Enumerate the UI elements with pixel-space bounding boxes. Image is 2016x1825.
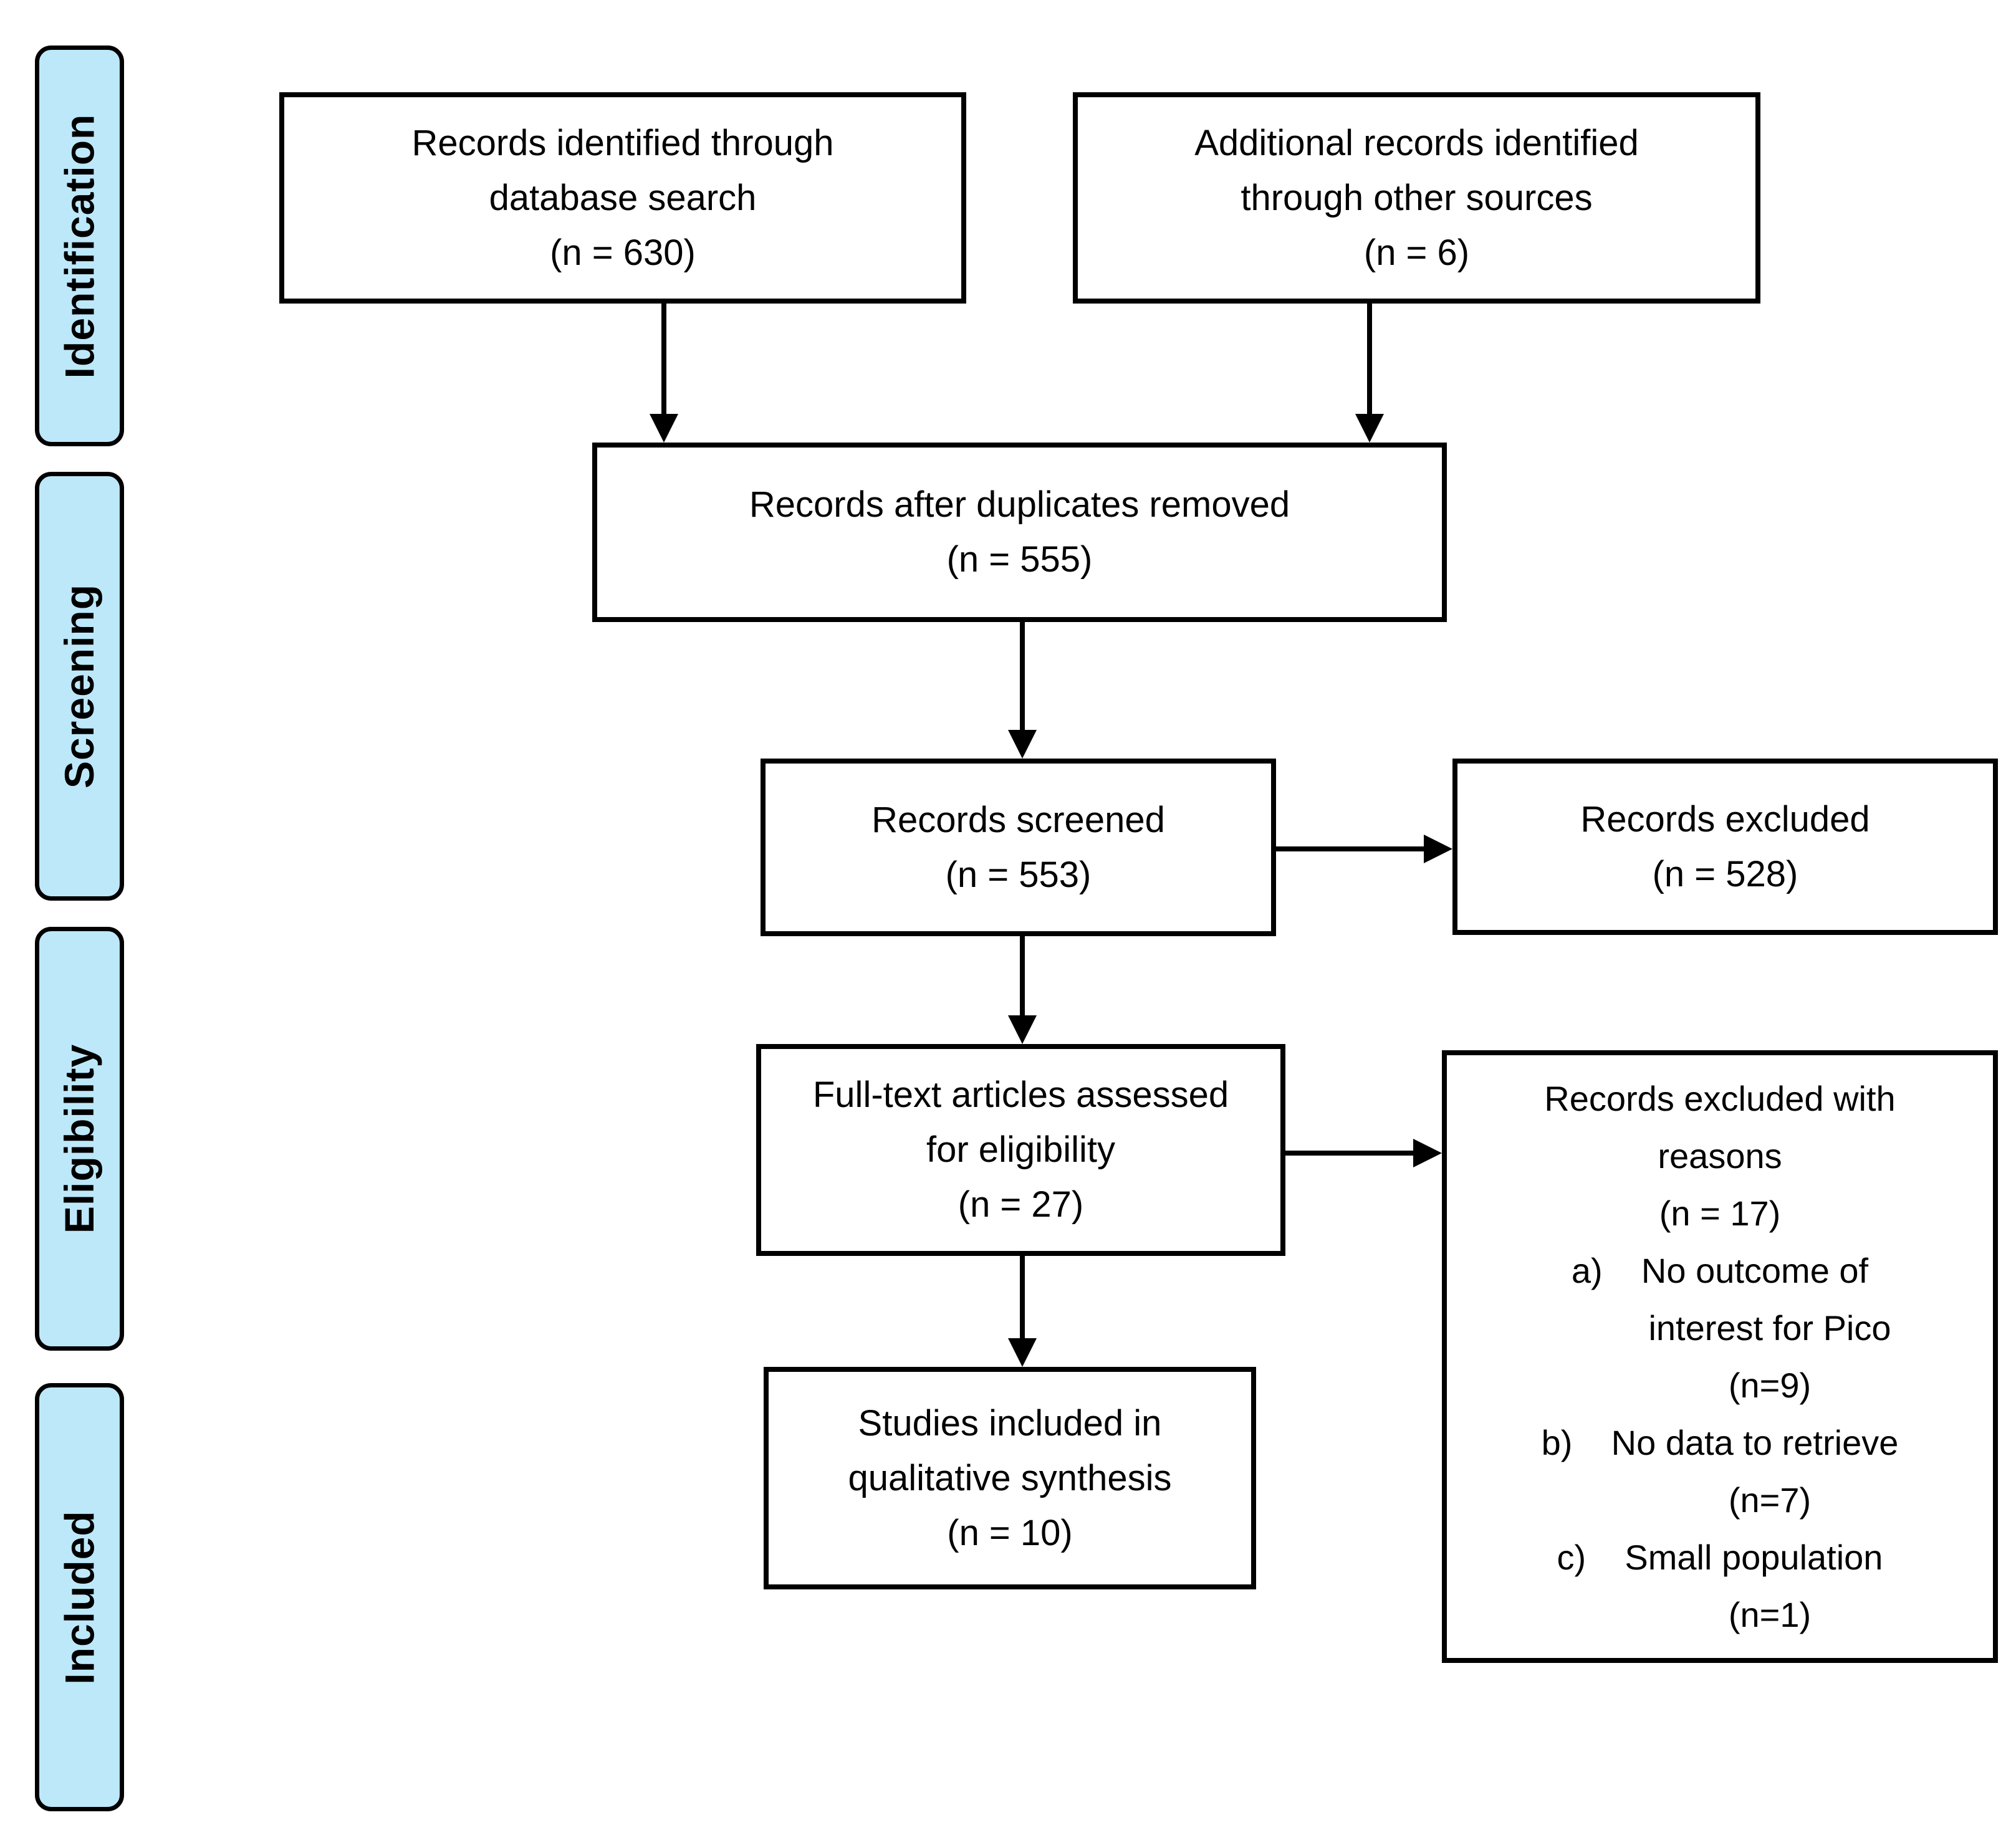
box-line: through other sources <box>1241 177 1593 218</box>
arrow-shaft <box>661 304 666 414</box>
reason-item-a-count: (n=9) <box>1728 1365 1812 1405</box>
arrow-head-down-icon <box>1008 1015 1037 1044</box>
box-line: for eligibility <box>926 1129 1115 1170</box>
arrow-identified-to-duplicates <box>650 304 678 443</box>
box-line: Studies included in <box>858 1402 1162 1444</box>
box-line: Records excluded with <box>1544 1078 1896 1118</box>
arrow-head-down-icon <box>650 414 678 443</box>
arrow-head-down-icon <box>1008 1338 1037 1367</box>
box-count: (n = 630) <box>550 232 696 273</box>
box-records-excluded: Records excluded (n = 528) <box>1452 759 1998 935</box>
reason-item-b-count: (n=7) <box>1728 1480 1812 1520</box>
box-count: (n = 10) <box>947 1512 1073 1553</box>
box-line: Records after duplicates removed <box>749 484 1290 525</box>
box-count: (n = 555) <box>946 539 1093 580</box>
arrow-fulltext-to-studies <box>1008 1256 1037 1367</box>
box-count: (n = 6) <box>1363 232 1470 273</box>
arrow-shaft <box>1276 846 1424 851</box>
box-count: (n = 553) <box>945 854 1092 895</box>
box-line: Records screened <box>871 799 1165 840</box>
arrow-duplicates-to-screened <box>1008 622 1037 759</box>
box-count: (n = 528) <box>1652 853 1798 894</box>
arrow-additional-to-duplicates <box>1355 304 1384 443</box>
box-after-duplicates-removed: Records after duplicates removed (n = 55… <box>592 443 1447 622</box>
box-line: database search <box>489 177 757 218</box>
box-count: (n = 27) <box>958 1184 1084 1225</box>
reason-item-a: a) No outcome of <box>1571 1250 1869 1290</box>
arrow-head-down-icon <box>1355 414 1384 443</box>
arrow-screened-to-fulltext <box>1008 936 1037 1044</box>
stage-label-screening: Screening <box>56 583 103 789</box>
arrow-fulltext-to-reasons <box>1285 1139 1442 1167</box>
box-count: (n = 17) <box>1659 1193 1781 1233</box>
box-excluded-with-reasons: Records excluded with reasons (n = 17) a… <box>1442 1050 1998 1663</box>
stage-band-eligibility: Eligibility <box>35 927 124 1351</box>
arrow-head-right-icon <box>1413 1139 1442 1167</box>
reason-item-c-count: (n=1) <box>1728 1594 1812 1634</box>
box-line: Records identified through <box>411 122 834 163</box>
arrow-shaft <box>1367 304 1372 414</box>
box-line: qualitative synthesis <box>848 1457 1172 1498</box>
box-fulltext-assessed: Full-text articles assessed for eligibil… <box>756 1044 1285 1256</box>
box-line: Records excluded <box>1580 798 1870 840</box>
arrow-shaft <box>1020 936 1025 1015</box>
box-additional-records: Additional records identified through ot… <box>1073 92 1760 304</box>
arrow-head-right-icon <box>1424 835 1452 863</box>
stage-band-identification: Identification <box>35 46 124 446</box>
box-records-identified: Records identified through database sear… <box>279 92 966 304</box>
stage-label-identification: Identification <box>56 113 103 378</box>
reason-item-b: b) No data to retrieve <box>1541 1422 1899 1462</box>
arrow-screened-to-excluded <box>1276 835 1452 863</box>
reason-item-c: c) Small population <box>1557 1537 1883 1577</box>
box-studies-included: Studies included in qualitative synthesi… <box>764 1367 1256 1589</box>
box-line: Full-text articles assessed <box>812 1075 1229 1115</box>
box-records-screened: Records screened (n = 553) <box>761 759 1276 936</box>
box-line: Additional records identified <box>1194 122 1639 163</box>
stage-label-included: Included <box>56 1510 103 1685</box>
stage-band-included: Included <box>35 1383 124 1811</box>
reason-item-a-cont: interest for Pico <box>1648 1308 1891 1348</box>
arrow-shaft <box>1020 1256 1025 1338</box>
arrow-head-down-icon <box>1008 730 1037 759</box>
stage-band-screening: Screening <box>35 472 124 901</box>
arrow-shaft <box>1285 1151 1413 1156</box>
stage-label-eligibility: Eligibility <box>56 1043 103 1234</box>
box-line: reasons <box>1658 1136 1782 1176</box>
arrow-shaft <box>1020 622 1025 730</box>
